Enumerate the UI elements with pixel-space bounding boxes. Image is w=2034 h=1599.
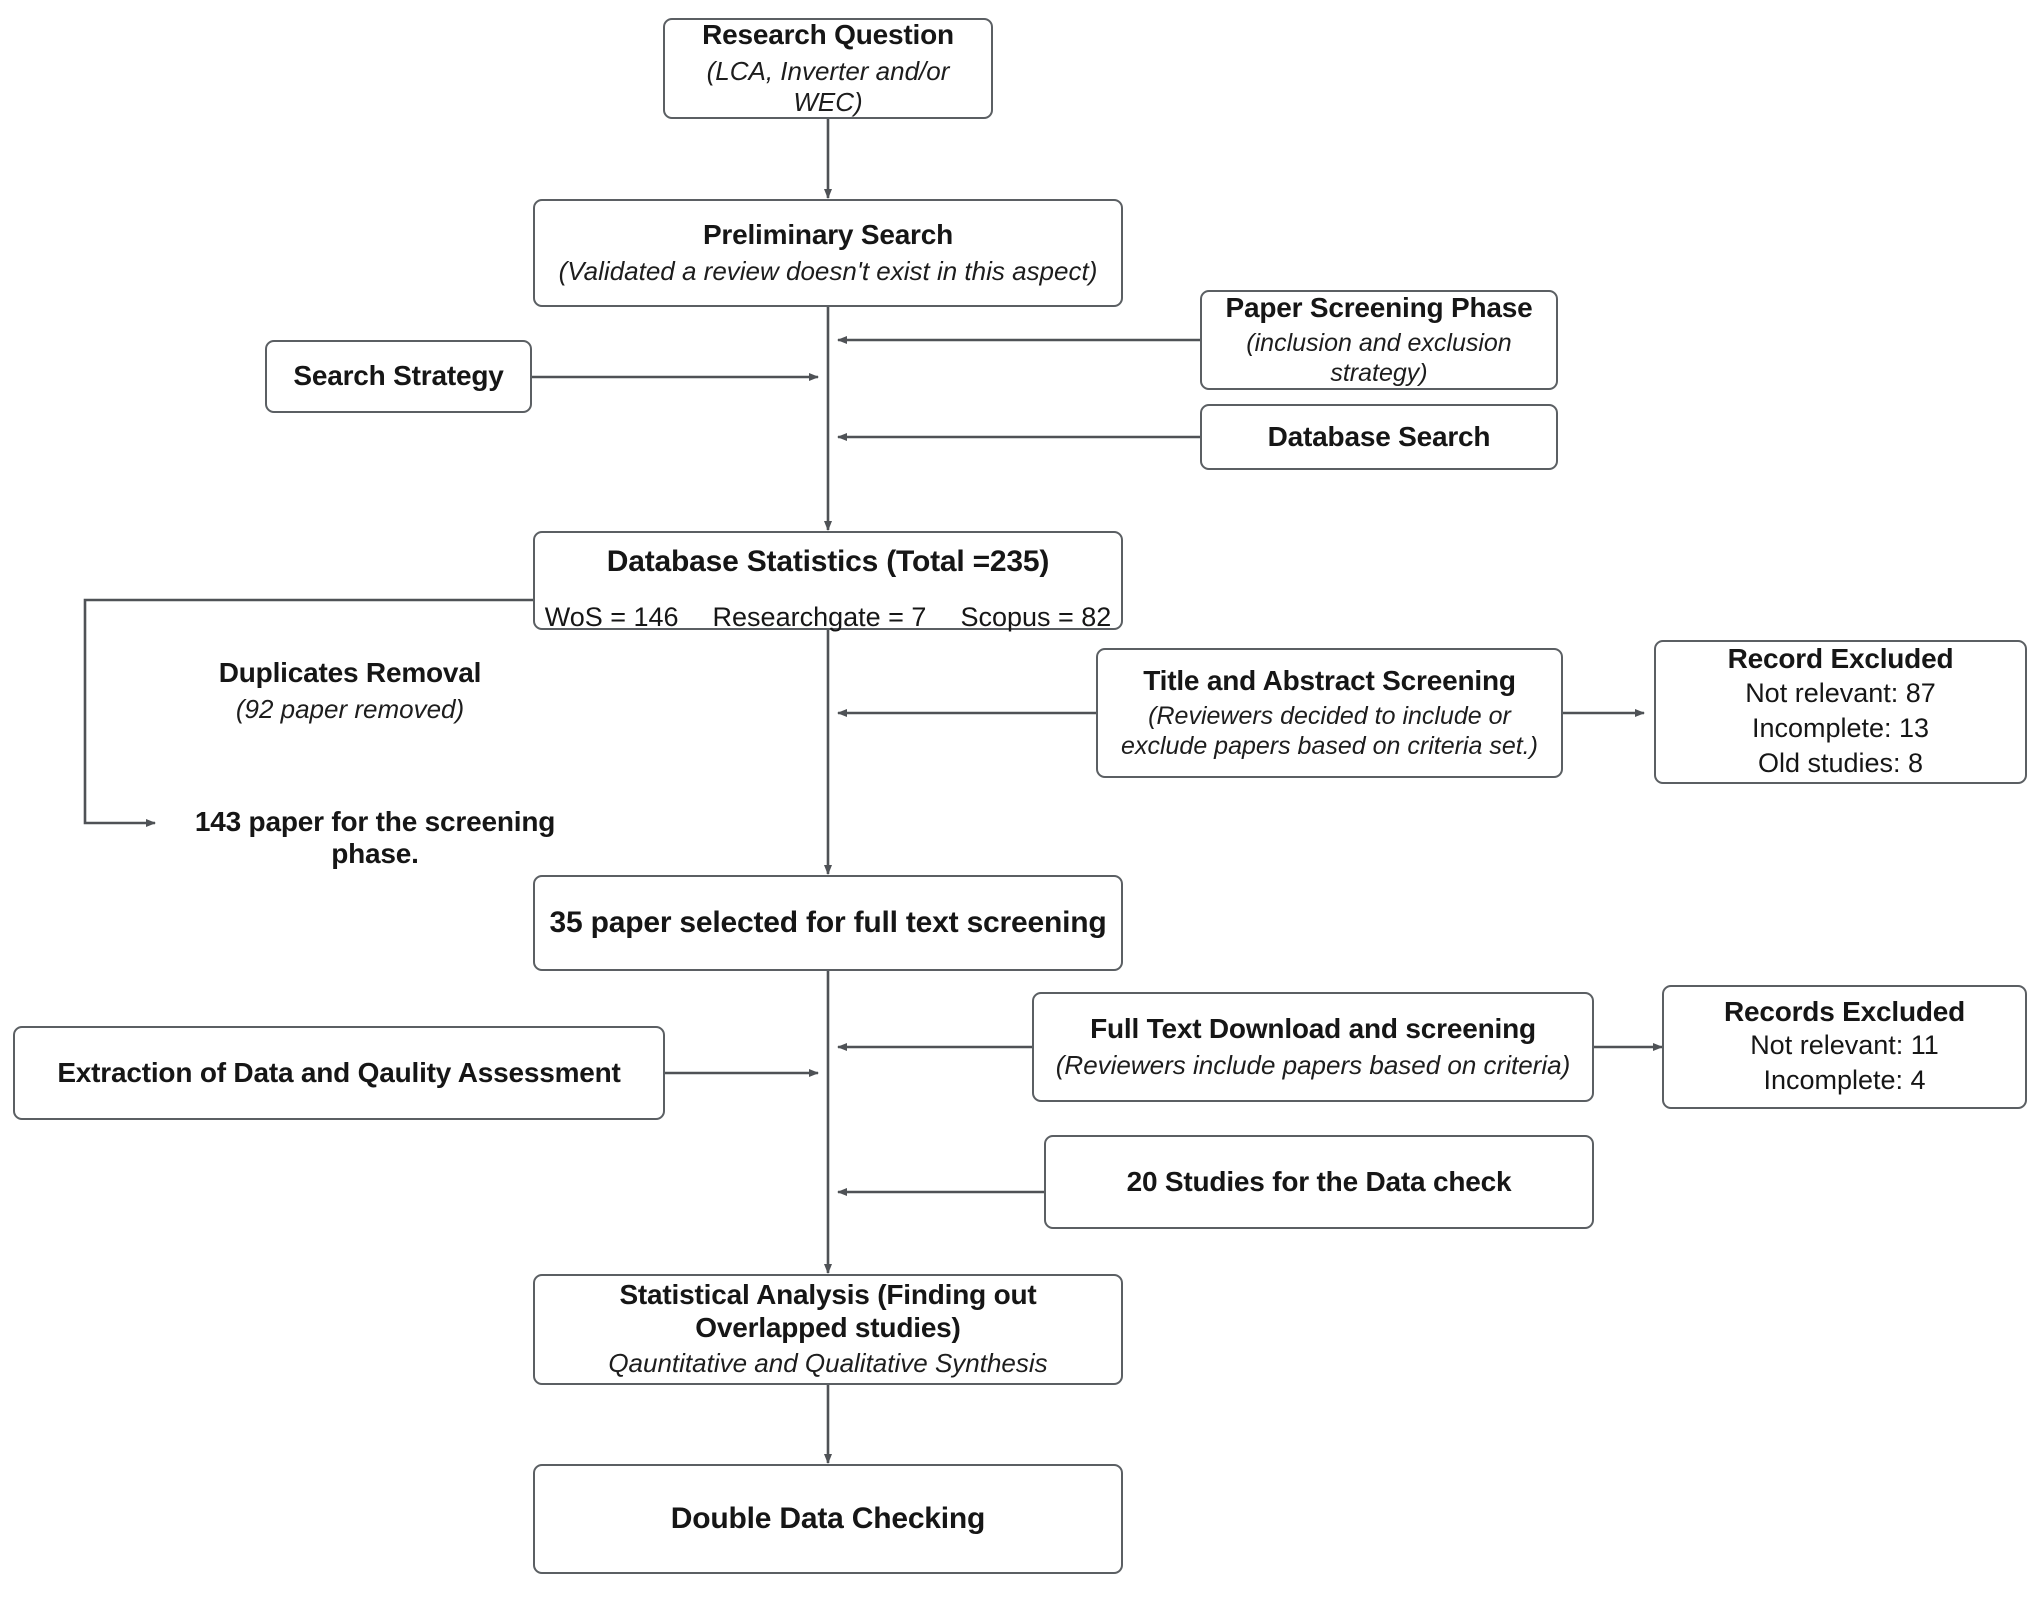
record-excluded-title: Record Excluded: [1727, 643, 1954, 675]
database-search-title: Database Search: [1267, 420, 1491, 452]
node-title-abstract-screening[interactable]: Title and Abstract Screening (Reviewers …: [1096, 648, 1563, 778]
statistical-analysis-title-1: Statistical Analysis (Finding out: [619, 1279, 1037, 1311]
research-question-subtitle: (LCA, Inverter and/or WEC): [706, 55, 950, 117]
search-strategy-title: Search Strategy: [293, 360, 504, 392]
node-screening-count: 143 paper for the screening phase.: [170, 797, 580, 879]
node-paper-screening-phase[interactable]: Paper Screening Phase (inclusion and exc…: [1200, 290, 1558, 390]
preliminary-search-subtitle: (Validated a review doesn't exist in thi…: [558, 255, 1098, 286]
full-text-selected-title: 35 paper selected for full text screenin…: [549, 905, 1107, 939]
paper-screening-phase-subtitle: (inclusion and exclusion strategy): [1246, 329, 1512, 388]
stat-scopus: Scopus = 82: [960, 601, 1112, 632]
node-extraction-quality[interactable]: Extraction of Data and Qaulity Assessmen…: [13, 1026, 665, 1120]
node-search-strategy[interactable]: Search Strategy: [265, 340, 532, 413]
node-full-text-download[interactable]: Full Text Download and screening (Review…: [1032, 992, 1594, 1102]
node-full-text-selected[interactable]: 35 paper selected for full text screenin…: [533, 875, 1123, 971]
duplicates-removal-subtitle: (92 paper removed): [235, 693, 465, 724]
node-database-search[interactable]: Database Search: [1200, 404, 1558, 470]
node-duplicates-removal: Duplicates Removal (92 paper removed): [150, 648, 550, 734]
stat-researchgate: Researchgate = 7: [712, 601, 927, 632]
node-preliminary-search[interactable]: Preliminary Search (Validated a review d…: [533, 199, 1123, 307]
title-abstract-screening-subtitle-1: (Reviewers decided to include or: [1148, 702, 1511, 731]
record-excluded-item-2: Incomplete: 13: [1751, 712, 1930, 743]
screening-count-line2: phase.: [331, 838, 419, 869]
node-double-data-checking[interactable]: Double Data Checking: [533, 1464, 1123, 1574]
node-research-question[interactable]: Research Question (LCA, Inverter and/or …: [663, 18, 993, 119]
statistical-analysis-title-2: Overlapped studies): [695, 1311, 961, 1343]
preliminary-search-title: Preliminary Search: [702, 219, 954, 251]
data-check-title: 20 Studies for the Data check: [1126, 1165, 1512, 1197]
record-excluded-item-1: Not relevant: 87: [1745, 677, 1936, 708]
statistical-analysis-subtitle: Qauntitative and Qualitative Synthesis: [608, 1348, 1048, 1379]
double-data-checking-title: Double Data Checking: [670, 1501, 986, 1535]
node-database-statistics[interactable]: Database Statistics (Total =235) WoS = 1…: [533, 531, 1123, 633]
records-excluded-item-2: Incomplete: 4: [1763, 1065, 1926, 1096]
screening-count-line1: 143 paper for the screening: [194, 805, 556, 837]
stat-wos: WoS = 146: [544, 601, 679, 632]
node-records-excluded[interactable]: Records Excluded Not relevant: 11 Incomp…: [1662, 985, 2027, 1109]
extraction-quality-title: Extraction of Data and Qaulity Assessmen…: [57, 1056, 621, 1088]
database-statistics-breakdown: WoS = 146 Researchgate = 7 Scopus = 82: [545, 602, 1112, 633]
full-text-download-subtitle: (Reviewers include papers based on crite…: [1055, 1049, 1571, 1080]
node-statistical-analysis[interactable]: Statistical Analysis (Finding out Overla…: [533, 1274, 1123, 1385]
database-statistics-title: Database Statistics (Total =235): [606, 545, 1050, 578]
title-abstract-screening-title: Title and Abstract Screening: [1143, 664, 1516, 696]
full-text-download-title: Full Text Download and screening: [1090, 1013, 1536, 1045]
records-excluded-title: Records Excluded: [1723, 995, 1966, 1027]
title-abstract-screening-subtitle-2: exclude papers based on criteria set.): [1121, 732, 1538, 761]
paper-screening-phase-title: Paper Screening Phase: [1225, 291, 1533, 323]
record-excluded-item-3: Old studies: 8: [1757, 747, 1924, 778]
edge-duplicates-loopback: [83, 598, 533, 827]
research-question-title: Research Question: [702, 19, 954, 51]
node-record-excluded[interactable]: Record Excluded Not relevant: 87 Incompl…: [1654, 640, 2027, 784]
node-data-check[interactable]: 20 Studies for the Data check: [1044, 1135, 1594, 1229]
duplicates-removal-title: Duplicates Removal: [218, 657, 482, 689]
records-excluded-item-1: Not relevant: 11: [1750, 1030, 1939, 1061]
